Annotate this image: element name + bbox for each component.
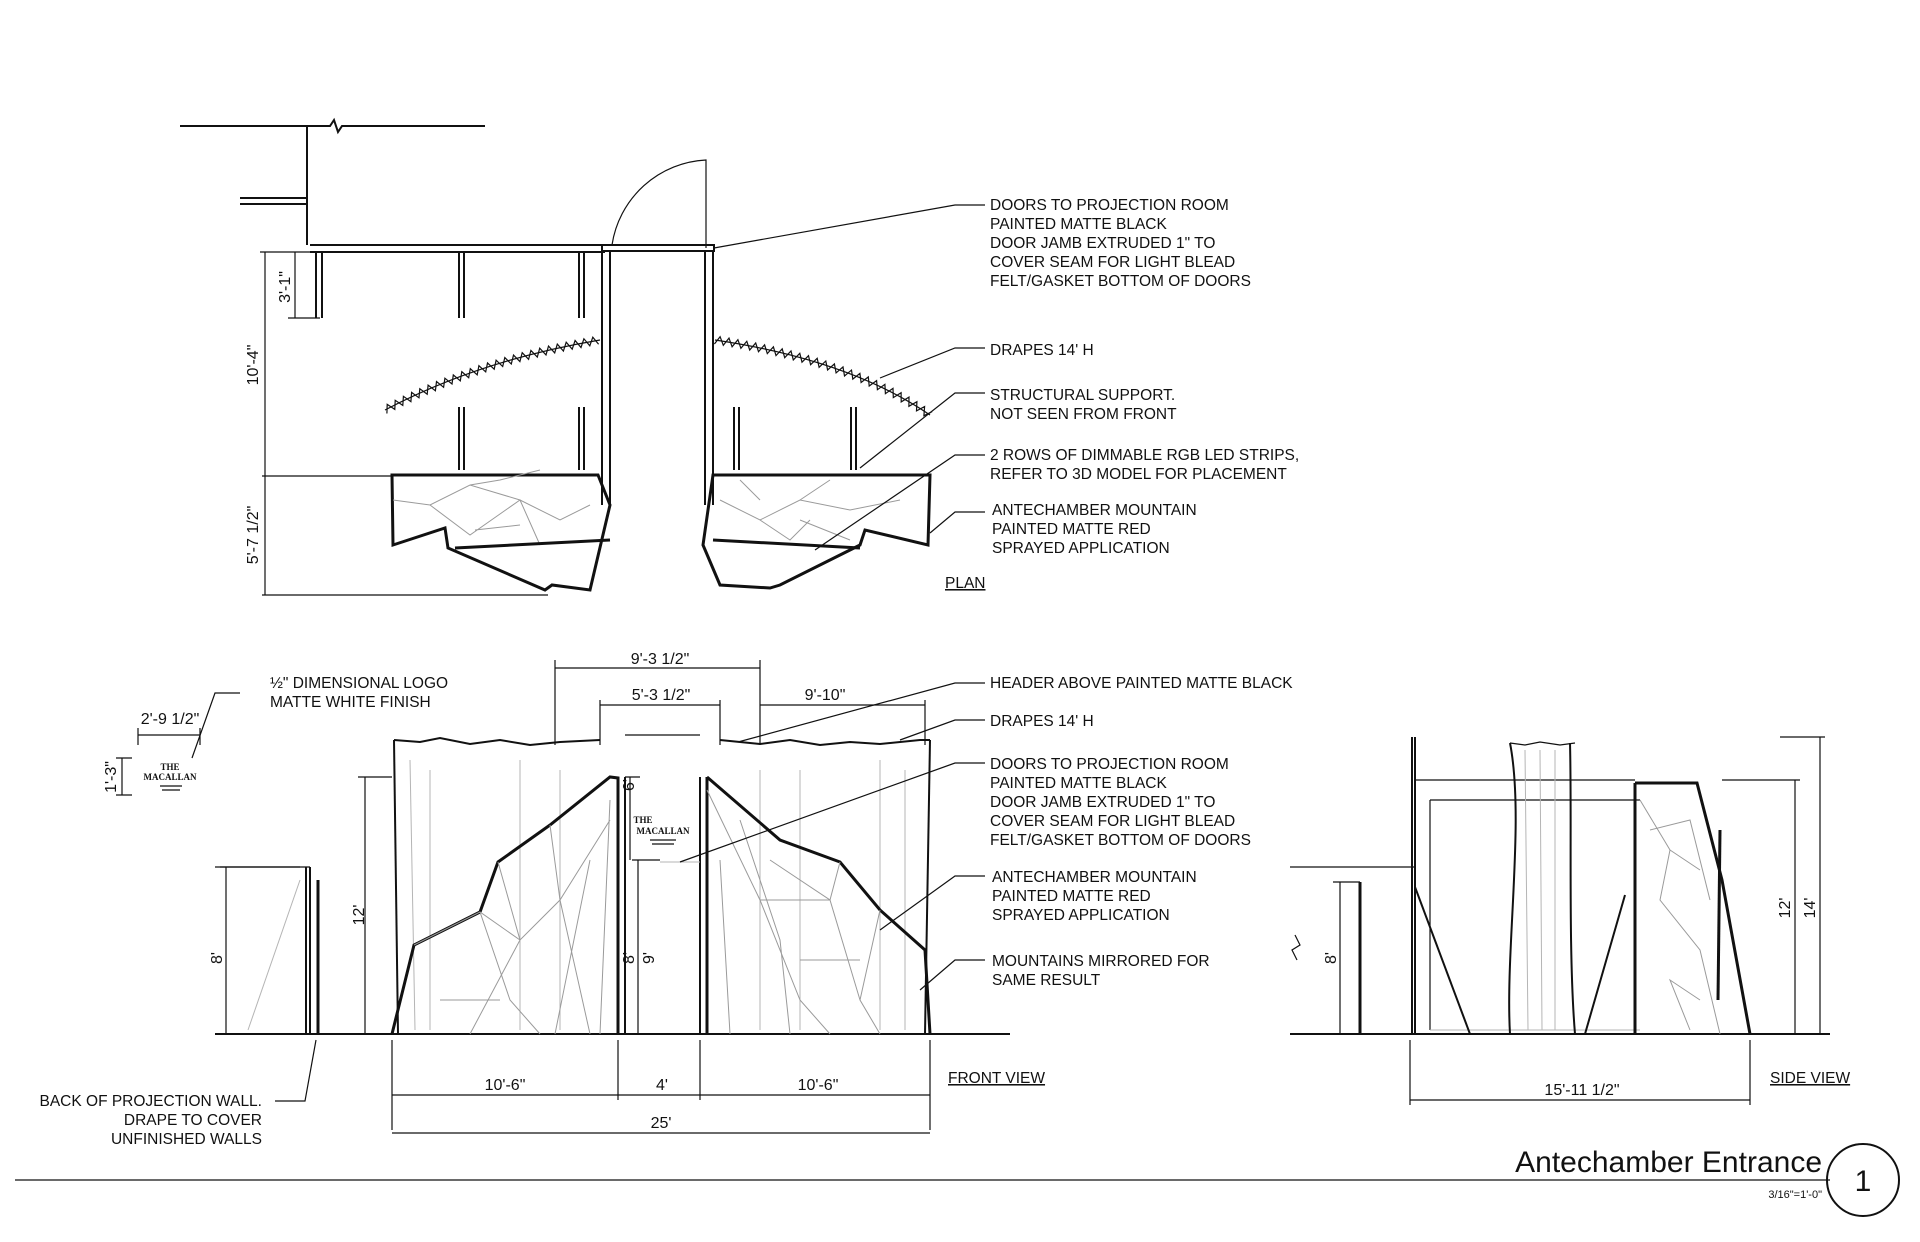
- svg-text:DRAPE TO COVER: DRAPE TO COVER: [124, 1112, 262, 1129]
- svg-text:COVER SEAM FOR LIGHT BLEAD: COVER SEAM FOR LIGHT BLEAD: [990, 813, 1235, 830]
- side-dim-width: 15'-11 1/2": [1544, 1082, 1619, 1099]
- svg-text:SPRAYED APPLICATION: SPRAYED APPLICATION: [992, 540, 1170, 557]
- side-dim-12: 12': [1777, 898, 1794, 919]
- svg-text:SAME RESULT: SAME RESULT: [992, 972, 1101, 989]
- drape-right-wave: [713, 335, 933, 417]
- plan-note-doors: DOORS TO PROJECTION ROOM PAINTED MATTE B…: [990, 197, 1251, 290]
- plan-note-support: STRUCTURAL SUPPORT. NOT SEEN FROM FRONT: [990, 387, 1177, 423]
- front-note-drapes: DRAPES 14' H: [990, 713, 1094, 730]
- front-dim-8-left: 8': [209, 952, 226, 964]
- logo-dim-height: 1'-3": [103, 761, 120, 793]
- front-note-mirrored: MOUNTAINS MIRRORED FOR SAME RESULT: [992, 953, 1210, 989]
- svg-text:½" DIMENSIONAL LOGO: ½" DIMENSIONAL LOGO: [270, 675, 448, 692]
- front-dim-top-inner: 5'-3 1/2": [632, 687, 691, 704]
- front-note-doors: DOORS TO PROJECTION ROOM PAINTED MATTE B…: [990, 756, 1251, 849]
- title-block: Antechamber Entrance 3/16"=1'-0" 1: [15, 1143, 1900, 1217]
- front-dim-6: 6': [621, 779, 638, 791]
- svg-text:MACALLAN: MACALLAN: [637, 826, 690, 836]
- svg-text:MOUNTAINS MIRRORED FOR: MOUNTAINS MIRRORED FOR: [992, 953, 1210, 970]
- svg-text:PAINTED MATTE RED: PAINTED MATTE RED: [992, 521, 1151, 538]
- svg-text:DOORS TO PROJECTION ROOM: DOORS TO PROJECTION ROOM: [990, 197, 1229, 214]
- logo-note: ½" DIMENSIONAL LOGO MATTE WHITE FINISH: [270, 675, 448, 711]
- front-view: THE MACALLAN: [215, 734, 1010, 1035]
- side-dim-8: 8': [1323, 952, 1340, 964]
- side-view: [1290, 737, 1830, 1035]
- svg-text:PAINTED MATTE RED: PAINTED MATTE RED: [992, 888, 1151, 905]
- front-dim-9: 9': [641, 952, 658, 964]
- svg-text:BACK OF PROJECTION WALL.: BACK OF PROJECTION WALL.: [40, 1093, 263, 1110]
- svg-text:FELT/GASKET BOTTOM OF DOORS: FELT/GASKET BOTTOM OF DOORS: [990, 273, 1251, 290]
- front-dim-w-door: 4': [656, 1077, 668, 1094]
- front-note-header: HEADER ABOVE PAINTED MATTE BLACK: [990, 675, 1293, 692]
- svg-text:FELT/GASKET BOTTOM OF DOORS: FELT/GASKET BOTTOM OF DOORS: [990, 832, 1251, 849]
- svg-text:STRUCTURAL SUPPORT.: STRUCTURAL SUPPORT.: [990, 387, 1175, 404]
- svg-text:DOOR JAMB EXTRUDED 1" TO: DOOR JAMB EXTRUDED 1" TO: [990, 235, 1215, 252]
- svg-text:MATTE WHITE FINISH: MATTE WHITE FINISH: [270, 694, 431, 711]
- plan-label: PLAN: [945, 575, 986, 592]
- front-view-label: FRONT VIEW: [948, 1070, 1045, 1087]
- front-dim-8-door: 8': [621, 952, 638, 964]
- plan-view: [180, 117, 933, 596]
- plan-dim-5-7: 5'-7 1/2": [245, 506, 262, 565]
- svg-text:SPRAYED APPLICATION: SPRAYED APPLICATION: [992, 907, 1170, 924]
- svg-text:REFER TO 3D MODEL FOR PLACEMEN: REFER TO 3D MODEL FOR PLACEMENT: [990, 466, 1287, 483]
- svg-text:COVER SEAM FOR LIGHT BLEAD: COVER SEAM FOR LIGHT BLEAD: [990, 254, 1235, 271]
- svg-text:2 ROWS OF DIMMABLE RGB LED STR: 2 ROWS OF DIMMABLE RGB LED STRIPS,: [990, 447, 1299, 464]
- drape-left-wave: [386, 335, 600, 414]
- svg-text:DOOR JAMB EXTRUDED 1" TO: DOOR JAMB EXTRUDED 1" TO: [990, 794, 1215, 811]
- svg-text:THE: THE: [633, 815, 652, 825]
- svg-text:ANTECHAMBER MOUNTAIN: ANTECHAMBER MOUNTAIN: [992, 869, 1197, 886]
- plan-note-led: 2 ROWS OF DIMMABLE RGB LED STRIPS, REFER…: [990, 447, 1299, 483]
- plan-dim-3-1: 3'-1": [277, 271, 294, 303]
- drawing-title: Antechamber Entrance: [1515, 1146, 1822, 1179]
- plan-note-mountain: ANTECHAMBER MOUNTAIN PAINTED MATTE RED S…: [992, 502, 1197, 557]
- side-dim-14: 14': [1802, 898, 1819, 919]
- drawing-number-circle: [1826, 1143, 1900, 1217]
- front-note-mountain: ANTECHAMBER MOUNTAIN PAINTED MATTE RED S…: [992, 869, 1197, 924]
- front-dim-top-right: 9'-10": [805, 687, 846, 704]
- side-view-label: SIDE VIEW: [1770, 1070, 1850, 1087]
- drawing-number: 1: [1855, 1165, 1872, 1198]
- front-dim-w-right: 10'-6": [798, 1077, 839, 1094]
- plan-dim-10-4: 10'-4": [245, 345, 262, 386]
- drawing-scale: 3/16"=1'-0": [1768, 1189, 1822, 1201]
- plan-note-drapes: DRAPES 14' H: [990, 342, 1094, 359]
- svg-text:DOORS TO PROJECTION ROOM: DOORS TO PROJECTION ROOM: [990, 756, 1229, 773]
- front-dim-w-total: 25': [651, 1115, 672, 1132]
- svg-text:PAINTED MATTE BLACK: PAINTED MATTE BLACK: [990, 216, 1168, 233]
- side-dimensions: [1333, 736, 1825, 1105]
- svg-text:THE: THE: [160, 762, 179, 772]
- svg-text:NOT SEEN FROM FRONT: NOT SEEN FROM FRONT: [990, 406, 1177, 423]
- logo-detail: THE MACALLAN: [116, 692, 240, 796]
- logo-dim-width: 2'-9 1/2": [141, 711, 200, 728]
- header-logo: THE MACALLAN: [633, 815, 690, 845]
- plan-leaders: [713, 204, 985, 551]
- front-dim-12: 12': [351, 905, 368, 926]
- svg-text:PAINTED MATTE BLACK: PAINTED MATTE BLACK: [990, 775, 1168, 792]
- front-dim-w-left: 10'-6": [485, 1077, 526, 1094]
- front-dimensions: [220, 660, 931, 1134]
- front-dim-top-outer: 9'-3 1/2": [631, 651, 690, 668]
- front-leaders: [275, 682, 985, 1102]
- svg-text:MACALLAN: MACALLAN: [144, 772, 197, 782]
- front-note-back-wall: BACK OF PROJECTION WALL. DRAPE TO COVER …: [40, 1093, 263, 1148]
- svg-text:ANTECHAMBER MOUNTAIN: ANTECHAMBER MOUNTAIN: [992, 502, 1197, 519]
- svg-text:UNFINISHED WALLS: UNFINISHED WALLS: [111, 1131, 262, 1148]
